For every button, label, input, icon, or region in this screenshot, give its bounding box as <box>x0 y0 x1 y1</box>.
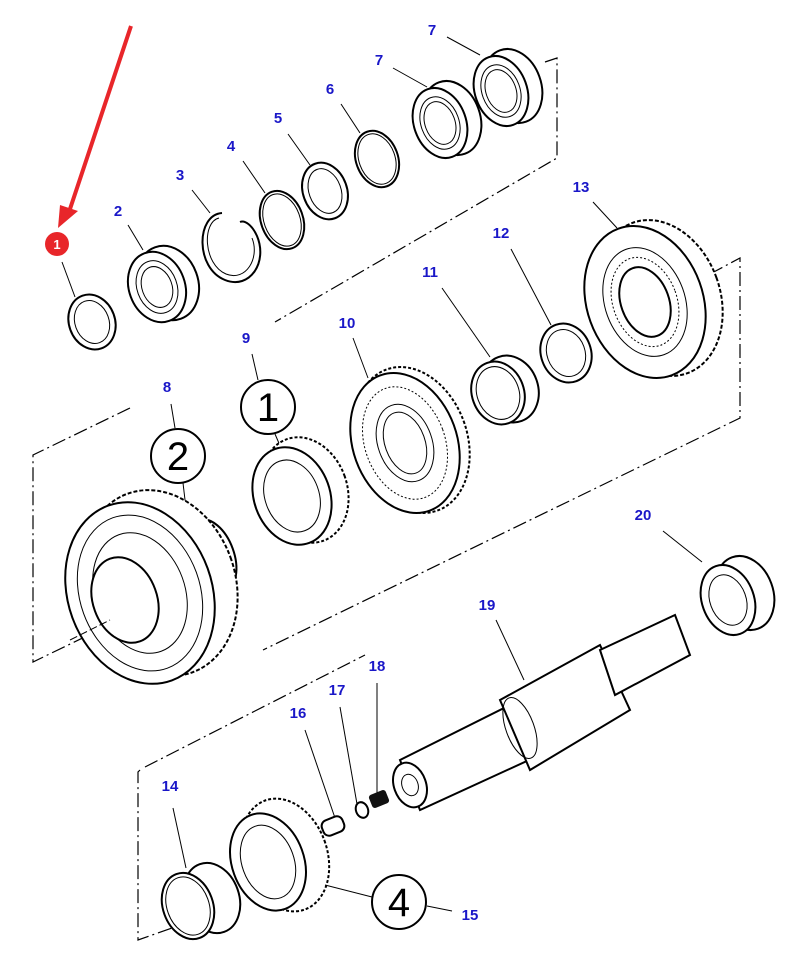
callout-6[interactable]: 6 <box>326 81 334 98</box>
callout-4[interactable]: 4 <box>227 138 236 155</box>
callout-3[interactable]: 3 <box>176 167 184 184</box>
part-9-gear[interactable]: 9 1 <box>239 330 363 556</box>
part-10-synchronizer[interactable]: 10 <box>332 315 490 529</box>
callout-16[interactable]: 16 <box>290 705 307 722</box>
part-12-ring[interactable]: 12 <box>493 225 600 390</box>
part-20-bearing[interactable]: 20 <box>635 507 785 643</box>
part-6-ring[interactable]: 6 <box>326 81 407 193</box>
boundary-left <box>32 407 131 663</box>
callout-13[interactable]: 13 <box>573 179 590 196</box>
callout-17[interactable]: 17 <box>329 682 346 699</box>
callout-14[interactable]: 14 <box>162 778 179 795</box>
group-circle-1[interactable] <box>240 379 296 435</box>
part-13-gear[interactable]: 13 <box>564 179 744 395</box>
group-circle-2-text: 2 <box>167 435 189 479</box>
part-3-snap-ring[interactable]: 3 <box>176 167 262 283</box>
boundary-bottom <box>137 769 173 941</box>
highlight-badge-text: 1 <box>53 237 60 252</box>
group-circle-4[interactable] <box>371 874 427 930</box>
part-2-bearing[interactable]: 2 <box>114 203 209 330</box>
group-circle-4-text: 4 <box>388 881 410 925</box>
callout-9[interactable]: 9 <box>242 330 250 347</box>
callout-12[interactable]: 12 <box>493 225 510 242</box>
part-16-plug[interactable]: 16 <box>290 705 347 838</box>
callout-8[interactable]: 8 <box>163 379 171 396</box>
group-circle-1-text: 1 <box>257 386 279 430</box>
boundary-bottom-top <box>144 654 366 768</box>
boundary-mid <box>262 257 741 651</box>
part-1-ring[interactable] <box>61 261 123 356</box>
group-circle-2[interactable] <box>150 428 206 484</box>
part-4-ring[interactable]: 4 <box>227 138 312 255</box>
part-11-bushing[interactable]: 11 <box>422 264 548 432</box>
callout-7b[interactable]: 7 <box>428 22 436 39</box>
part-5-ring[interactable]: 5 <box>274 110 356 226</box>
callout-10[interactable]: 10 <box>339 315 356 332</box>
part-8-gear[interactable]: 8 2 <box>41 379 263 705</box>
callout-5[interactable]: 5 <box>274 110 282 127</box>
boundary-top <box>274 57 558 323</box>
callout-2[interactable]: 2 <box>114 203 122 220</box>
section-boundaries <box>32 57 741 941</box>
callout-15[interactable]: 15 <box>462 907 479 924</box>
part-7a-bearing[interactable]: 7 <box>375 52 491 166</box>
part-19-shaft[interactable]: 19 <box>387 597 692 812</box>
part-14-bushing[interactable]: 14 <box>153 778 250 947</box>
part-18-spring[interactable]: 18 <box>368 658 390 809</box>
highlight-arrow: 1 <box>45 25 133 256</box>
callout-20[interactable]: 20 <box>635 507 652 524</box>
callout-11[interactable]: 11 <box>422 264 438 281</box>
callout-19[interactable]: 19 <box>479 597 496 614</box>
highlight-badge[interactable] <box>45 232 69 256</box>
part-17-ring[interactable]: 17 <box>329 682 371 820</box>
callout-18[interactable]: 18 <box>369 658 386 675</box>
part-15-gear[interactable]: 4 15 <box>217 786 479 930</box>
part-7b-bearing[interactable]: 7 <box>428 22 552 134</box>
callout-7a[interactable]: 7 <box>375 52 383 69</box>
arrow-head-icon <box>58 205 78 228</box>
